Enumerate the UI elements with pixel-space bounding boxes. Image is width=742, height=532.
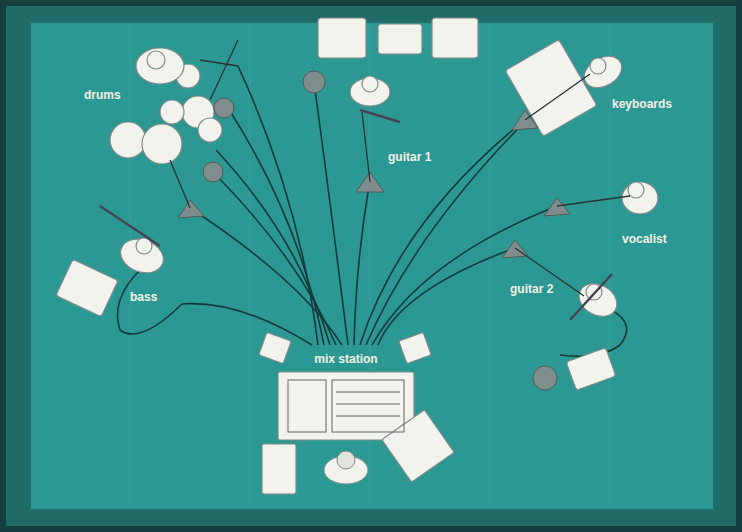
instrument-label: guitar 2 [510,282,553,296]
instrument-label: keyboards [612,97,672,111]
instrument-label: mix station [314,352,377,366]
instrument-label: drums [84,88,121,102]
instrument-label: guitar 1 [388,150,431,164]
instrument-label: vocalist [622,232,667,246]
instrument-label: bass [130,290,157,304]
